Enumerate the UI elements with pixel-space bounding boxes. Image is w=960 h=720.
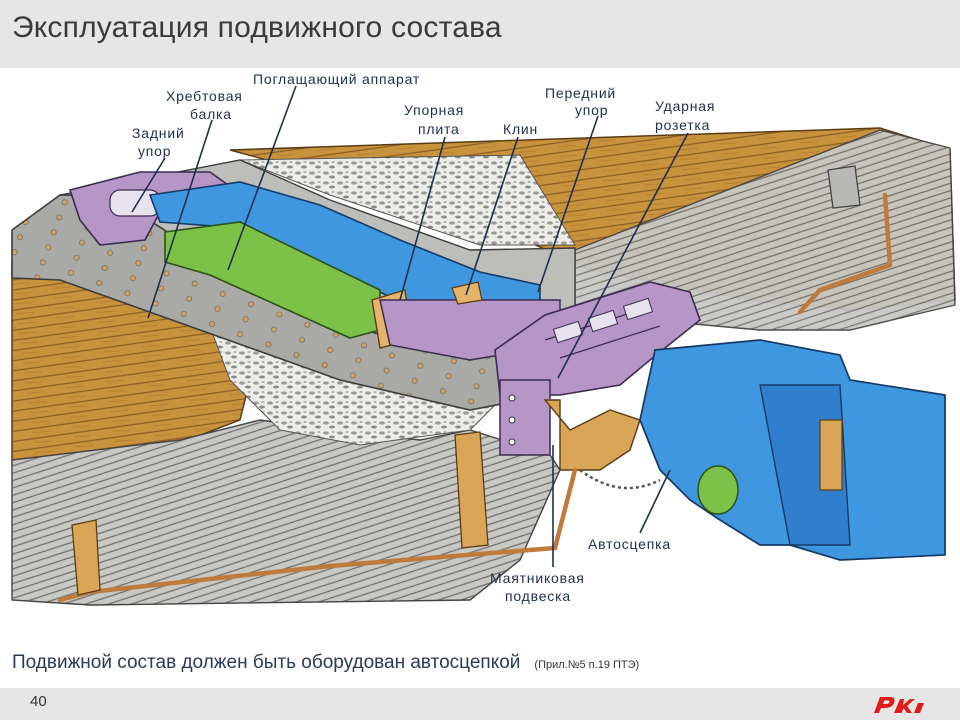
coupler-diagram: Поглащающий аппарат Хребтовая балка Задн… <box>0 68 960 646</box>
striker-slot <box>587 309 619 333</box>
label-thrust-plate-2: плита <box>418 121 460 137</box>
diagram-svg: Поглащающий аппарат Хребтовая балка Задн… <box>11 71 956 606</box>
page-number: 40 <box>30 693 47 710</box>
uncoupling-chain <box>579 468 661 490</box>
rod-bracket-mid <box>454 431 489 549</box>
rod-bracket-right <box>827 165 861 209</box>
striker-slot <box>552 320 584 344</box>
caption-reference: (Прил.№5 п.19 ПТЭ) <box>534 659 640 671</box>
caption-text: Подвижной состав должен быть оборудован … <box>12 652 521 673</box>
label-center-sill-1: Хребтовая <box>166 88 243 104</box>
page-title: Эксплуатация подвижного состава <box>12 11 502 44</box>
footer-bar: 40 <box>0 688 960 720</box>
leader-lines <box>131 85 689 567</box>
striker-slot <box>622 297 654 321</box>
label-pendulum-2: подвеска <box>505 588 571 604</box>
draft-gear-absorber <box>164 221 381 339</box>
label-center-sill-2: балка <box>190 106 232 122</box>
coupler-knuckle <box>819 419 843 491</box>
label-rear-stop-2: упор <box>138 143 171 159</box>
label-front-stop-1: Передний <box>545 85 616 101</box>
label-wedge: Клин <box>503 121 538 137</box>
label-thrust-plate-1: Упорная <box>404 102 464 118</box>
rzd-logo-icon <box>874 697 924 713</box>
label-pendulum-1: Маятниковая <box>490 570 585 586</box>
label-absorber: Поглащающий аппарат <box>253 71 420 87</box>
rod-bracket-left <box>71 519 101 596</box>
striker-post <box>499 379 551 456</box>
label-rear-stop-1: Задний <box>132 125 185 141</box>
pendulum-hanger <box>543 399 641 471</box>
label-front-stop-2: упор <box>575 102 608 118</box>
header-bar: Эксплуатация подвижного состава <box>0 0 960 68</box>
label-striker-2: розетка <box>655 117 710 133</box>
coupler-lock <box>697 465 739 515</box>
gravel-top <box>239 154 576 246</box>
slide-caption: Подвижной состав должен быть оборудован … <box>12 652 639 674</box>
label-coupler: Автосцепка <box>588 536 671 552</box>
label-striker-1: Ударная <box>655 98 715 114</box>
